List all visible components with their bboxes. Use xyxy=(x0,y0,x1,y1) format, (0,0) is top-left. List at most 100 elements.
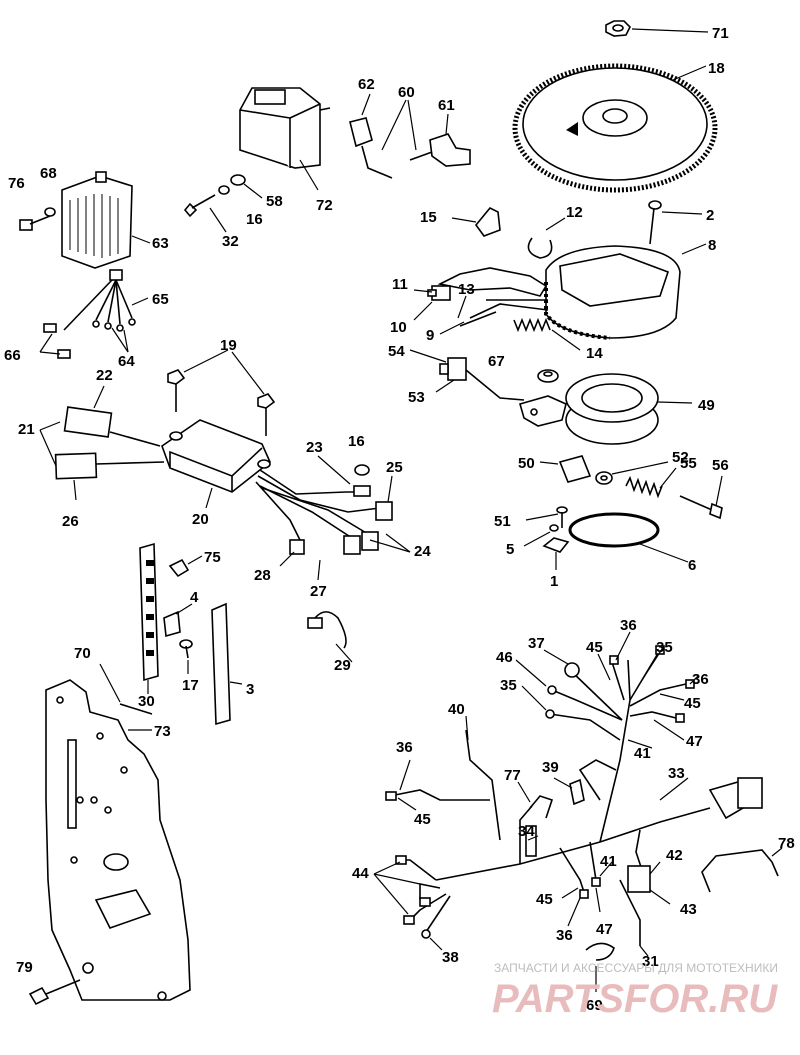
retaining-ring-6 xyxy=(568,512,689,563)
screw-51 xyxy=(525,506,568,528)
label-29: 29 xyxy=(334,657,351,674)
spring-14 xyxy=(513,317,581,351)
sensor-53-54 xyxy=(409,349,525,401)
label-36b: 36 xyxy=(692,671,709,688)
label-55: 55 xyxy=(680,455,697,472)
label-36d: 36 xyxy=(556,927,573,944)
clip-1 xyxy=(542,537,570,570)
connector-22 xyxy=(63,385,161,447)
label-25: 25 xyxy=(386,459,403,476)
watermark-subtitle: ЗАПЧАСТИ И АКСЕССУАРЫ ДЛЯ МОТОТЕХНИКИ xyxy=(494,961,778,975)
nut-16 xyxy=(354,464,370,476)
pin-70 xyxy=(99,663,153,715)
label-19: 19 xyxy=(220,337,237,354)
label-23: 23 xyxy=(306,439,323,456)
label-73: 73 xyxy=(154,723,171,740)
bracket-78 xyxy=(701,847,783,893)
label-35a: 35 xyxy=(656,639,673,656)
label-24: 24 xyxy=(414,543,431,560)
spark-plug-boot-61 xyxy=(409,113,471,167)
label-14: 14 xyxy=(586,345,603,362)
label-44: 44 xyxy=(352,865,369,882)
label-43: 43 xyxy=(680,901,697,918)
spring-55 xyxy=(625,467,677,499)
power-pack-20 xyxy=(161,419,271,509)
label-26: 26 xyxy=(62,513,79,530)
label-33: 33 xyxy=(668,765,685,782)
label-68: 68 xyxy=(40,165,57,182)
label-71: 71 xyxy=(712,25,729,42)
timer-base-49 xyxy=(519,373,693,445)
label-47a: 47 xyxy=(686,733,703,750)
label-12: 12 xyxy=(566,204,583,221)
label-51: 51 xyxy=(494,513,511,530)
label-9: 9 xyxy=(426,327,434,344)
stator-8 xyxy=(544,243,707,340)
label-42: 42 xyxy=(666,847,683,864)
label-17: 17 xyxy=(182,677,199,694)
flywheel-18 xyxy=(512,63,718,193)
label-4: 4 xyxy=(190,589,199,606)
label-77: 77 xyxy=(504,767,521,784)
label-66: 66 xyxy=(4,347,21,364)
label-47b: 47 xyxy=(596,921,613,938)
label-30: 30 xyxy=(138,693,155,710)
screw-17 xyxy=(179,639,193,674)
label-45d: 45 xyxy=(536,891,553,908)
harness-24-28 xyxy=(255,455,411,581)
label-40: 40 xyxy=(448,701,465,718)
label-8: 8 xyxy=(708,237,716,254)
label-38: 38 xyxy=(442,949,459,966)
label-39: 39 xyxy=(542,759,559,776)
washer-58 xyxy=(230,174,263,199)
screw-76 xyxy=(19,215,51,231)
leader-21 xyxy=(39,421,61,467)
leader-60 xyxy=(381,99,417,151)
clamp-12 xyxy=(527,217,566,259)
label-49: 49 xyxy=(698,397,715,414)
label-69: 69 xyxy=(586,997,603,1014)
label-36c: 36 xyxy=(396,739,413,756)
label-79: 79 xyxy=(16,959,33,976)
label-67: 67 xyxy=(488,353,505,370)
ignition-coil-72 xyxy=(239,87,331,191)
label-45c: 45 xyxy=(414,811,431,828)
cover-strip-3 xyxy=(211,602,243,726)
regulator-63 xyxy=(61,171,151,269)
label-21: 21 xyxy=(18,421,35,438)
label-31: 31 xyxy=(642,953,659,970)
label-13: 13 xyxy=(458,281,475,298)
label-78: 78 xyxy=(778,835,795,852)
wire-31 xyxy=(619,879,649,957)
label-18: 18 xyxy=(708,60,725,77)
label-76: 76 xyxy=(8,175,25,192)
connector-26 xyxy=(54,452,165,501)
clip-15 xyxy=(451,206,501,237)
watermark-brand: PARTSFOR.RU xyxy=(492,977,778,1021)
clip-77 xyxy=(517,781,554,819)
screw-79 xyxy=(28,979,81,1006)
screw-5 xyxy=(523,524,559,547)
label-34: 34 xyxy=(518,823,535,840)
main-harness-33 xyxy=(373,631,763,951)
label-37: 37 xyxy=(528,635,545,652)
label-22: 22 xyxy=(96,367,113,384)
label-75: 75 xyxy=(204,549,221,566)
label-65: 65 xyxy=(152,291,169,308)
label-64: 64 xyxy=(118,353,135,370)
washer-52 xyxy=(595,461,669,485)
label-45a: 45 xyxy=(586,639,603,656)
label-32: 32 xyxy=(222,233,239,250)
regulator-leads-64-65 xyxy=(39,269,149,359)
label-35b: 35 xyxy=(500,677,517,694)
terminal-block-30 xyxy=(139,542,159,694)
label-20: 20 xyxy=(192,511,209,528)
label-72: 72 xyxy=(316,197,333,214)
label-52: 52 xyxy=(672,449,689,466)
stator-leads-9-13 xyxy=(413,267,549,335)
clamp-29 xyxy=(307,611,353,663)
label-11: 11 xyxy=(392,276,408,293)
bracket-4 xyxy=(163,603,193,638)
label-6: 6 xyxy=(688,557,696,574)
